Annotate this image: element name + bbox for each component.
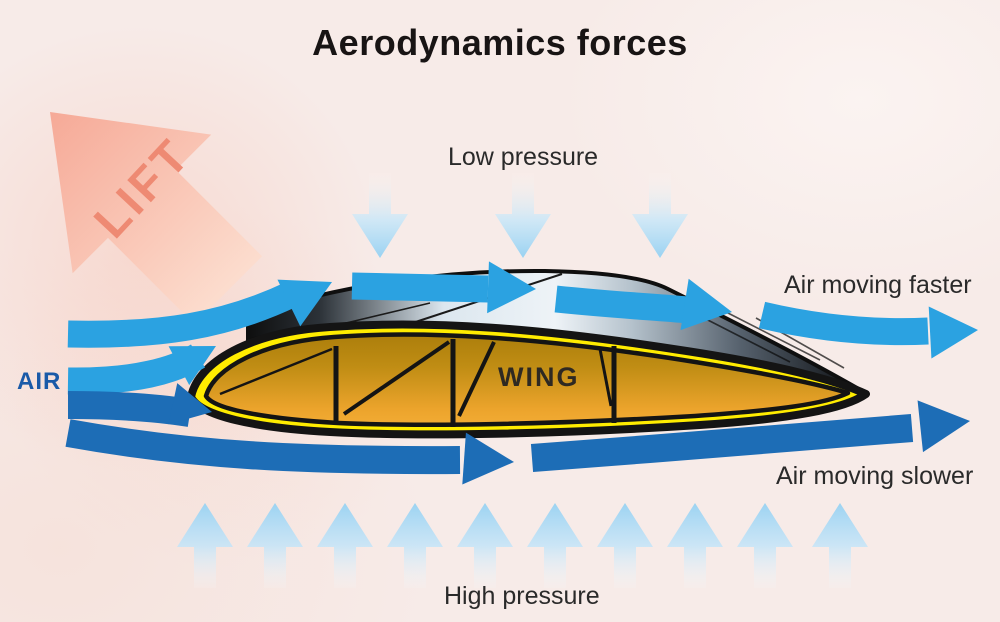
pressure-flow-arrow (387, 503, 443, 588)
pressure-flow-arrow (597, 503, 653, 588)
wing-airfoil (187, 320, 870, 439)
pressure-flow-arrow (527, 503, 583, 588)
pressure-flow-arrow (352, 173, 408, 258)
wing-ribs (219, 339, 617, 427)
low-pressure-label: Low pressure (448, 143, 599, 171)
lower-flow-arrowheads (168, 383, 970, 485)
pressure-flow-arrow (667, 503, 723, 588)
pressure-flow-arrow (317, 503, 373, 588)
pressure-flow-arrow (737, 503, 793, 588)
low-pressure-arrows (352, 173, 688, 258)
high-pressure-arrows (177, 503, 868, 588)
air-label: AIR (17, 368, 62, 395)
wing-label: WING (498, 362, 580, 392)
lift-arrow (50, 112, 263, 325)
pressure-flow-arrow (812, 503, 868, 588)
airfoil-interior (203, 332, 851, 428)
air-moving-slower-label: Air moving slower (776, 462, 974, 490)
pressure-flow-arrow (457, 503, 513, 588)
pressure-flow-arrow (632, 173, 688, 258)
upper-flow-arrowheads (168, 261, 978, 386)
air-moving-faster-label: Air moving faster (784, 271, 972, 299)
diagram-title: Aerodynamics forces (312, 22, 688, 63)
pressure-flow-arrow (177, 503, 233, 588)
high-pressure-label: High pressure (444, 582, 600, 610)
pressure-flow-arrow (495, 173, 551, 258)
pressure-flow-arrow (247, 503, 303, 588)
